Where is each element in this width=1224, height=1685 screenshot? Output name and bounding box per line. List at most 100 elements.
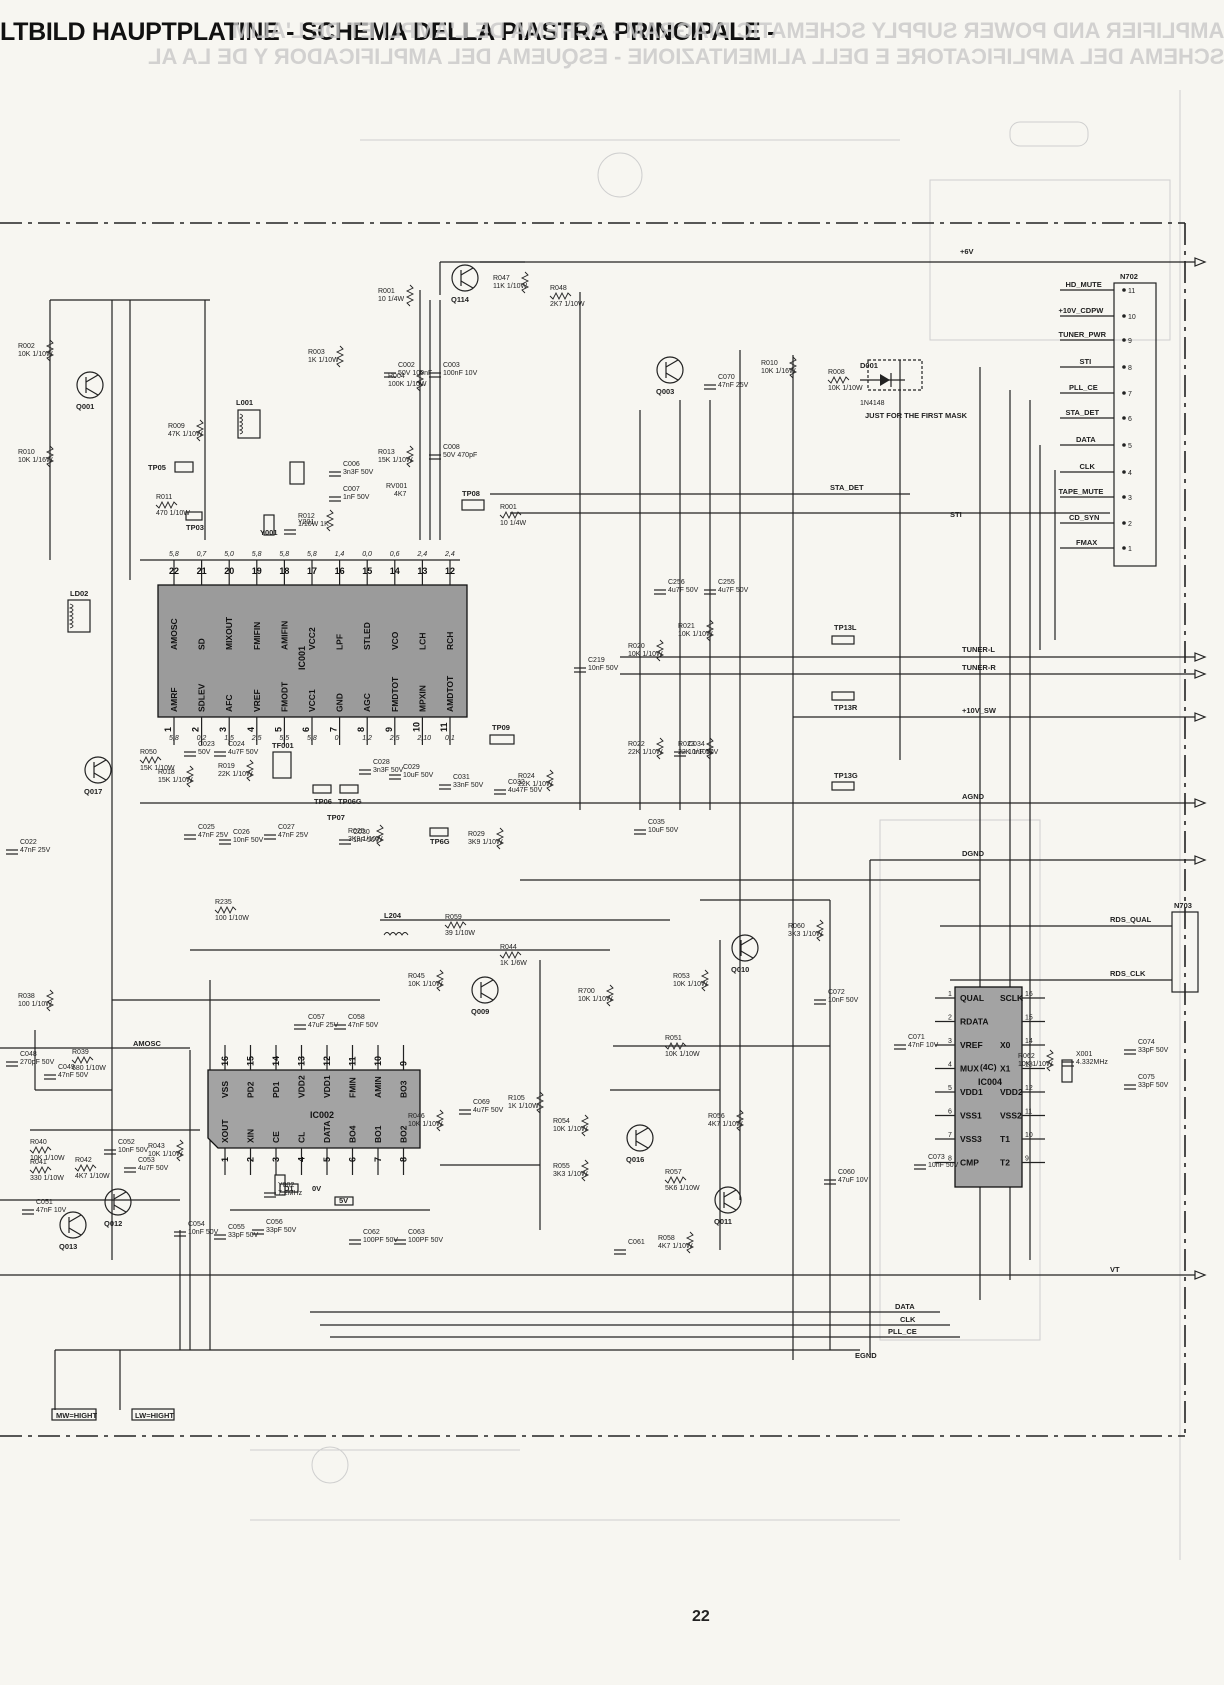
resistor-ref: R056	[708, 1113, 725, 1120]
ic001-bottom-pin-voltage: 0	[335, 735, 339, 742]
resistor-ref: R012	[298, 513, 315, 520]
ic001-bottom-pin-number: 4	[246, 727, 256, 732]
ic001-top-pin-number: 22	[169, 566, 179, 576]
capacitor-ref: C074	[1138, 1039, 1155, 1046]
ic001-top-pin-number: 12	[445, 566, 455, 576]
n702-pin-dot	[1122, 365, 1126, 369]
ic002-bottom-pin-number: 1	[220, 1157, 230, 1162]
ic001-top-pin-number: 17	[307, 566, 317, 576]
n702-signal-label: TUNER_PWR	[1059, 330, 1107, 339]
capacitor-ref: C003	[443, 362, 460, 369]
capacitor-ref: C031	[453, 774, 470, 781]
resistor-symbol	[435, 969, 445, 992]
ic004-name: IC004	[978, 1077, 1002, 1087]
transistor-label: Q013	[59, 1242, 77, 1251]
ic004-left-pin-number: 7	[948, 1132, 952, 1139]
n702-pin-dot	[1122, 314, 1126, 318]
capacitor-ref: C054	[188, 1221, 205, 1228]
resistor-symbol	[700, 969, 710, 992]
resistor-ref: R008	[828, 369, 845, 376]
ic001-top-pin-voltage: 0,0	[362, 551, 372, 558]
ic004-left-pin-number: 3	[948, 1038, 952, 1045]
capacitor-ref: C023	[198, 741, 215, 748]
ic001-bottom-pin-number: 11	[439, 722, 449, 732]
resistor-ref: R054	[553, 1118, 570, 1125]
resistor-symbol	[245, 759, 255, 782]
capacitor-value: 33pF 50V	[1138, 1082, 1169, 1089]
resistor-value: 470 1/10W	[156, 510, 190, 517]
capacitor-ref: C006	[343, 461, 360, 468]
ic001-bottom-pin-name: AMDTOT	[445, 675, 455, 712]
ic001-bottom-pin-voltage: 1,5	[224, 735, 234, 742]
transistor-emitter	[460, 280, 474, 289]
resistor-symbol	[605, 984, 615, 1007]
ic001-bottom-pin-name: AFC	[224, 695, 234, 712]
ic002-bottom-pin-name: XOUT	[220, 1119, 230, 1143]
resistor-symbol	[45, 445, 55, 468]
ic001-top-pin-name: RCH	[445, 632, 455, 650]
ic001-top-pin-voltage: 2,4	[416, 551, 427, 558]
n703-signal-label: RDS_QUAL	[1110, 915, 1152, 924]
trimmer-value-rv001: 4K7	[394, 491, 407, 498]
ic002-top-pin-name: FMIN	[348, 1077, 358, 1098]
ic004-right-pin-name: VDD2	[1000, 1087, 1023, 1097]
capacitor-ref: C219	[588, 657, 605, 664]
capacitor-value: 50V	[198, 749, 211, 756]
ic001-bottom-pin-voltage: 1,2	[362, 735, 372, 742]
resistor-ref: R025	[348, 828, 365, 835]
net-label-10v-sw: +10V_SW	[962, 706, 997, 715]
ic002-bottom-pin-number: 4	[297, 1157, 307, 1162]
net-label-clk: CLK	[900, 1315, 916, 1324]
resistor-value: 22K 1/10W	[218, 771, 253, 778]
net-label-agnd: AGND	[962, 792, 985, 801]
ic002-bottom-pin-name: BO1	[373, 1125, 383, 1143]
capacitor-ref: C008	[443, 444, 460, 451]
resistor-ref: R001	[500, 504, 517, 511]
ic001-top-pin-name: VCO	[390, 631, 400, 650]
capacitor-ref: C071	[908, 1034, 925, 1041]
resistor-ref: R039	[72, 1049, 89, 1056]
ic001-bottom-pin-number: 2	[191, 727, 201, 732]
resistor-symbol	[214, 905, 237, 915]
resistor-symbol	[655, 639, 665, 662]
capacitor-ref: Y201	[298, 519, 314, 526]
ic002-top-pin-number: 12	[322, 1056, 332, 1066]
test-point-tp6g: TP6G	[430, 837, 450, 846]
resistor-value: 10K 1/10W	[30, 1155, 65, 1162]
ic004-left-pin-name: VSS3	[960, 1134, 982, 1144]
n702-pin-number: 2	[1128, 521, 1132, 528]
resistor-ref: R038	[18, 993, 35, 1000]
resistor-value: 1/10W 1K	[298, 521, 329, 528]
capacitor-ref: C052	[118, 1139, 135, 1146]
net-label-6v: +6V	[960, 247, 974, 256]
n702-signal-label: STI	[1080, 357, 1092, 366]
board-boundary	[0, 222, 1186, 1437]
resistor-value: 3K3 1/10W	[788, 931, 823, 938]
main-wires	[0, 257, 1207, 1410]
capacitor-value: 47nF 25V	[198, 832, 229, 839]
resistor-ref: R045	[408, 973, 425, 980]
capacitor-ref: C029	[403, 764, 420, 771]
resistor-value: 10K 1/10W	[665, 1051, 700, 1058]
resistor-value: 1K 1/6W	[500, 960, 527, 967]
resistor-symbol	[195, 419, 205, 442]
test-point-tp13r: TP13R	[834, 703, 858, 712]
resistor-value: 4K7 1/10W	[658, 1243, 693, 1250]
net-label-pll-ce: PLL_CE	[888, 1327, 917, 1336]
ic001-bottom-pin-number: 9	[384, 727, 394, 732]
ic002-bottom-pin-number: 6	[348, 1157, 358, 1162]
resistor-value: 10 1/4W	[500, 520, 526, 527]
resistor-symbol	[1045, 1049, 1055, 1072]
capacitor-value: 10uF 50V	[403, 772, 434, 779]
capacitor-value: 47nF 25V	[718, 382, 749, 389]
n702-pin-number: 4	[1128, 470, 1132, 477]
capacitor-value: 4u7F 50V	[473, 1107, 504, 1114]
capacitor-ref: C256	[668, 579, 685, 586]
ic001-top-pin-name: LCH	[417, 633, 427, 650]
resistor-ref: R050	[140, 749, 157, 756]
resistor-symbol	[827, 375, 850, 385]
capacitor-ref: C025	[198, 824, 215, 831]
ic004-right-pin-number: 13	[1025, 1062, 1033, 1069]
resistor-ref: R003	[308, 349, 325, 356]
resistor-ref: R011	[156, 494, 172, 501]
